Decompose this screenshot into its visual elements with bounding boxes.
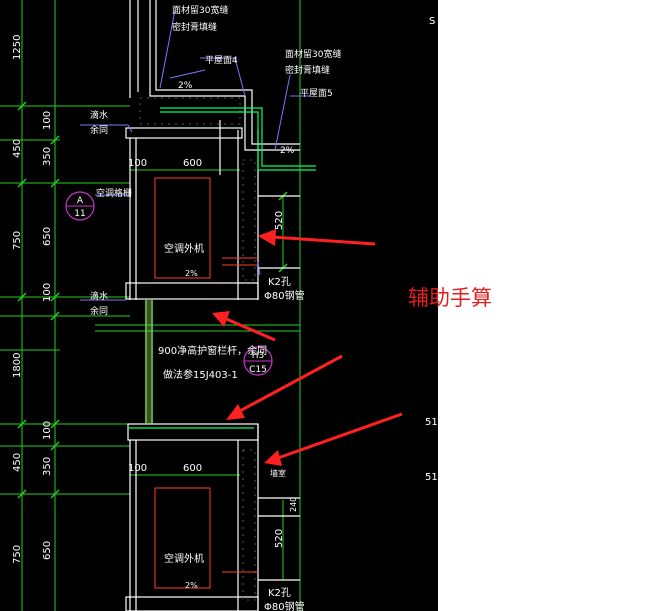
railing-post bbox=[145, 300, 153, 424]
lower-unit-pipe: Φ80钢管 bbox=[264, 600, 305, 611]
edge-mark-3: 51 bbox=[425, 472, 438, 483]
dim-inner-1: 100 bbox=[42, 111, 53, 130]
annotation-text: 辅助手算 bbox=[408, 286, 492, 310]
drip-b-line2: 余同 bbox=[90, 305, 108, 317]
dim-inner-6: 350 bbox=[42, 457, 53, 476]
tag-h-bottom: C15 bbox=[249, 365, 267, 375]
unit-dim-offset: 100 bbox=[128, 158, 147, 169]
drip-a-line1: 滴水 bbox=[90, 109, 108, 121]
dim-outer-2: 450 bbox=[12, 139, 23, 158]
unit-boxes bbox=[154, 177, 258, 589]
railing-line2: 做法参15J403-1 bbox=[163, 368, 238, 381]
lower-unit-dim-offset: 100 bbox=[128, 463, 147, 474]
drip-b-line1: 滴水 bbox=[90, 290, 108, 302]
tag-a-top: A bbox=[77, 196, 84, 206]
tag-circles bbox=[65, 191, 273, 376]
lower-unit-note: 墙室 bbox=[270, 468, 286, 478]
unit-side-dim: 520 bbox=[274, 211, 285, 230]
tag-h-top: H3 bbox=[252, 351, 265, 361]
dim-outer-4: 1800 bbox=[12, 353, 23, 378]
unit-dim-width: 600 bbox=[183, 158, 202, 169]
slope-top-2: 2% bbox=[280, 146, 295, 156]
unit-slope: 2% bbox=[185, 269, 198, 278]
dim-outer-5: 450 bbox=[12, 453, 23, 472]
dim-inner-2: 350 bbox=[42, 147, 53, 166]
label-seal-2-line2: 密封膏填缝 bbox=[285, 64, 330, 76]
leader-lines bbox=[80, 9, 310, 301]
slope-top-1: 2% bbox=[178, 81, 193, 91]
dim-inner-3: 650 bbox=[42, 227, 53, 246]
dim-inner-5: 100 bbox=[42, 421, 53, 440]
unit-name: 空调外机 bbox=[164, 242, 204, 255]
railing-line1: 900净高护窗栏杆，余同 bbox=[158, 344, 267, 357]
lower-unit-slope: 2% bbox=[185, 581, 198, 590]
label-floor-1: 平屋面4 bbox=[205, 55, 238, 66]
unit-pipe: Φ80钢管 bbox=[264, 289, 305, 302]
dim-outer-1: 1250 bbox=[12, 35, 23, 60]
lower-unit-side-dim: 520 bbox=[274, 529, 285, 548]
dim-outer-3: 750 bbox=[12, 231, 23, 250]
dimension-lines bbox=[0, 0, 301, 611]
unit-hole: K2孔 bbox=[268, 276, 291, 288]
lower-unit-name: 空调外机 bbox=[164, 552, 204, 565]
label-seal-2-line1: 面材留30宽缝 bbox=[285, 48, 341, 60]
structure bbox=[125, 0, 300, 611]
label-seal-1-line2: 密封膏填缝 bbox=[172, 21, 217, 33]
section-drawing: 1250 450 750 1800 450 750 100 350 650 10… bbox=[0, 0, 438, 611]
cad-drawing: 1250 450 750 1800 450 750 100 350 650 10… bbox=[0, 0, 438, 611]
dim-outer-6: 750 bbox=[12, 545, 23, 564]
tag-a-bottom: 11 bbox=[74, 209, 85, 219]
lower-unit-side-small: 240 bbox=[289, 497, 298, 512]
label-seal-1-line1: 面材留30宽缝 bbox=[172, 4, 228, 16]
edge-mark-1: S bbox=[429, 16, 435, 27]
drip-a-line2: 余同 bbox=[90, 124, 108, 136]
waterproof-lines bbox=[128, 107, 316, 429]
edge-mark-2: 51 bbox=[425, 417, 438, 428]
dim-inner-7: 650 bbox=[42, 541, 53, 560]
unit-louver: 空调格栅 bbox=[96, 187, 132, 199]
dim-inner-4: 100 bbox=[42, 283, 53, 302]
lower-unit-hole: K2孔 bbox=[268, 587, 291, 599]
lower-unit-dim-width: 600 bbox=[183, 463, 202, 474]
wall-hatch bbox=[139, 97, 256, 601]
label-floor-2: 平屋面5 bbox=[300, 88, 333, 99]
arrows bbox=[212, 229, 403, 466]
